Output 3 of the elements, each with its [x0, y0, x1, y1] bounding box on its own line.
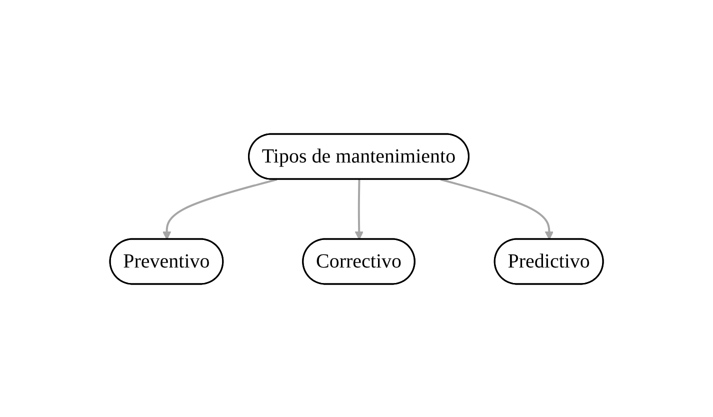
arrow — [162, 178, 278, 240]
arrow — [440, 178, 554, 240]
arrow — [354, 178, 364, 240]
